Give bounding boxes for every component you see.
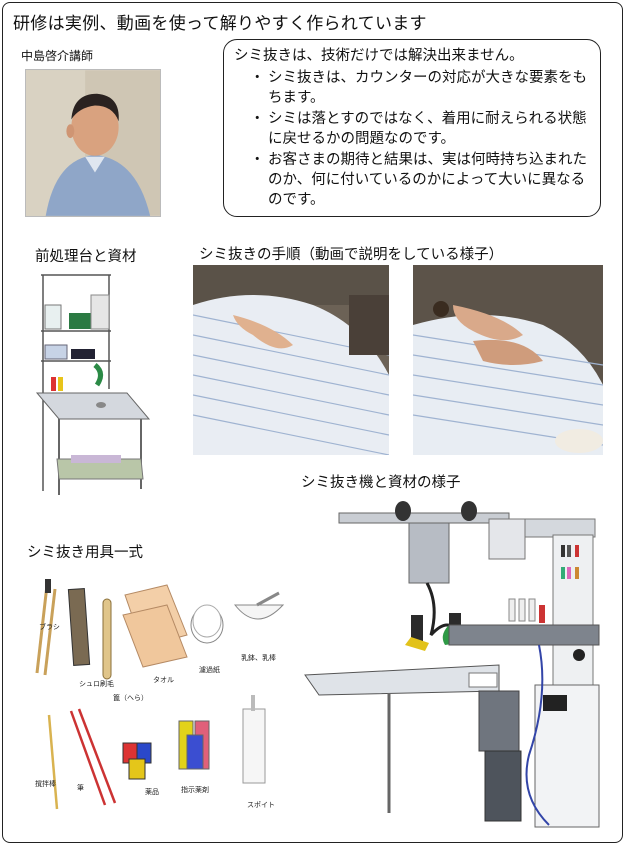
label-brush: ブラシ	[39, 623, 60, 631]
label-pen: 筆	[77, 784, 84, 792]
pretreat-table-illustration	[35, 274, 151, 495]
label-shuro: シュロ刷毛	[79, 680, 114, 688]
procedure-photo-1	[193, 265, 389, 455]
label-filter: 濾過紙	[199, 666, 220, 674]
section-tools-title: シミ抜き用具一式	[27, 545, 143, 561]
label-reagent: 指示薬剤	[181, 786, 209, 794]
page-title: 研修は実例、動画を使って解りやすく作られています	[13, 14, 427, 34]
section-machine-title: シミ抜き機と資材の様子	[301, 475, 461, 491]
label-spatula: 篦（へら）	[113, 694, 148, 702]
key-points-list: シミ抜きは、カウンターの対応が大きな要素をもちます。 シミは落とすのではなく、着…	[234, 68, 592, 210]
spotting-machine-illustration	[304, 501, 600, 828]
lecturer-photo	[25, 69, 161, 217]
brush-icon	[35, 579, 57, 676]
key-point-1: シミ抜きは、カウンターの対応が大きな要素をもちます。	[250, 68, 592, 108]
procedure-photo-2	[413, 265, 603, 455]
key-points-box: シミ抜きは、技術だけでは解決出来ません。 シミ抜きは、カウンターの対応が大きな要…	[223, 39, 601, 217]
label-stick: 撹拌棒	[35, 780, 56, 788]
key-points-heading: シミ抜きは、技術だけでは解決出来ません。	[234, 48, 524, 64]
label-dropper: スポイト	[247, 801, 275, 809]
lecturer-name: 中島啓介講師	[21, 49, 94, 63]
tools-illustration	[35, 579, 285, 810]
key-point-3: お客さまの期待と結果は、実は何時持ち込まれたのか、何に付いているのかによって大い…	[250, 150, 592, 210]
label-chemical: 薬品	[145, 788, 159, 796]
label-mortar: 乳鉢、乳棒	[241, 654, 276, 662]
key-point-2: シミは落とすのではなく、着用に耐えられる状態に戻せるかの問題なのです。	[250, 109, 592, 149]
section-procedure-title: シミ抜きの手順（動画で説明をしている様子）	[199, 247, 504, 263]
label-towel: タオル	[153, 676, 174, 684]
section-pretreat-title: 前処理台と資材	[35, 249, 137, 265]
